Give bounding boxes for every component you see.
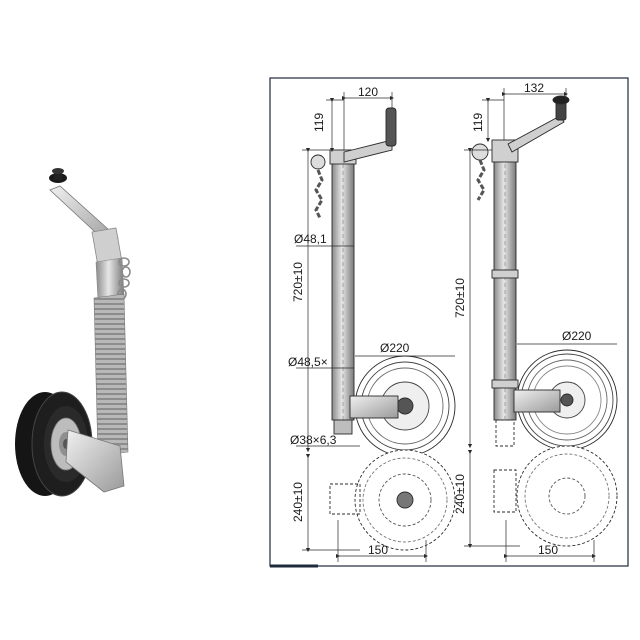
right-dimension-labels: 132 119 720±10 Ø220 240±10 150: [453, 81, 592, 557]
right-inner-tube: [495, 419, 515, 447]
left-tube-diameter-upper-label: Ø48,1: [294, 232, 327, 246]
left-handle-offset-label: 120: [358, 85, 378, 99]
product-illustration: [15, 168, 131, 497]
left-dimension-labels: 120 119 Ø48,1 720±10 Ø220 Ø48,5× Ø38×6,3…: [288, 85, 410, 557]
left-axle-diameter-label: Ø38×6,3: [290, 433, 337, 447]
right-wheel-diameter-label: Ø220: [562, 329, 592, 343]
right-handle-height-label: 119: [471, 113, 485, 132]
left-total-height-label: 720±10: [291, 262, 305, 302]
left-inner-tube: [333, 419, 353, 435]
left-ring: [310, 154, 326, 170]
left-wheel-height-label: 240±10: [291, 482, 305, 522]
right-crank-arm: [507, 115, 565, 153]
right-wheel-width-label: 150: [538, 543, 558, 557]
left-view: [296, 92, 456, 562]
right-wheel-lower: [516, 445, 618, 547]
right-handle: [552, 95, 570, 121]
right-axle-clamp: [513, 389, 561, 413]
left-handle-height-label: 119: [312, 113, 326, 132]
crank-knob: [49, 168, 67, 183]
left-axle-clamp: [349, 395, 399, 419]
right-dimension-lines: [464, 88, 617, 562]
right-handle-offset-label: 132: [524, 81, 544, 95]
left-dimension-lines: [296, 92, 455, 562]
wheel-fork: [65, 429, 125, 493]
wheel: [15, 391, 93, 497]
left-tube-diameter-lower-label: Ø48,5×: [288, 355, 328, 369]
right-chain: [476, 159, 486, 201]
left-wheel-diameter-label: Ø220: [380, 341, 410, 355]
right-total-height-label: 720±10: [453, 278, 467, 318]
ribbed-tube: [93, 293, 129, 457]
left-chain: [314, 169, 324, 219]
right-view: [464, 88, 618, 562]
left-crank-arm: [343, 139, 393, 163]
right-wheel-height-label: 240±10: [453, 474, 467, 514]
right-ring: [471, 143, 489, 161]
left-handle: [385, 107, 397, 147]
left-wheel-width-label: 150: [368, 543, 388, 557]
